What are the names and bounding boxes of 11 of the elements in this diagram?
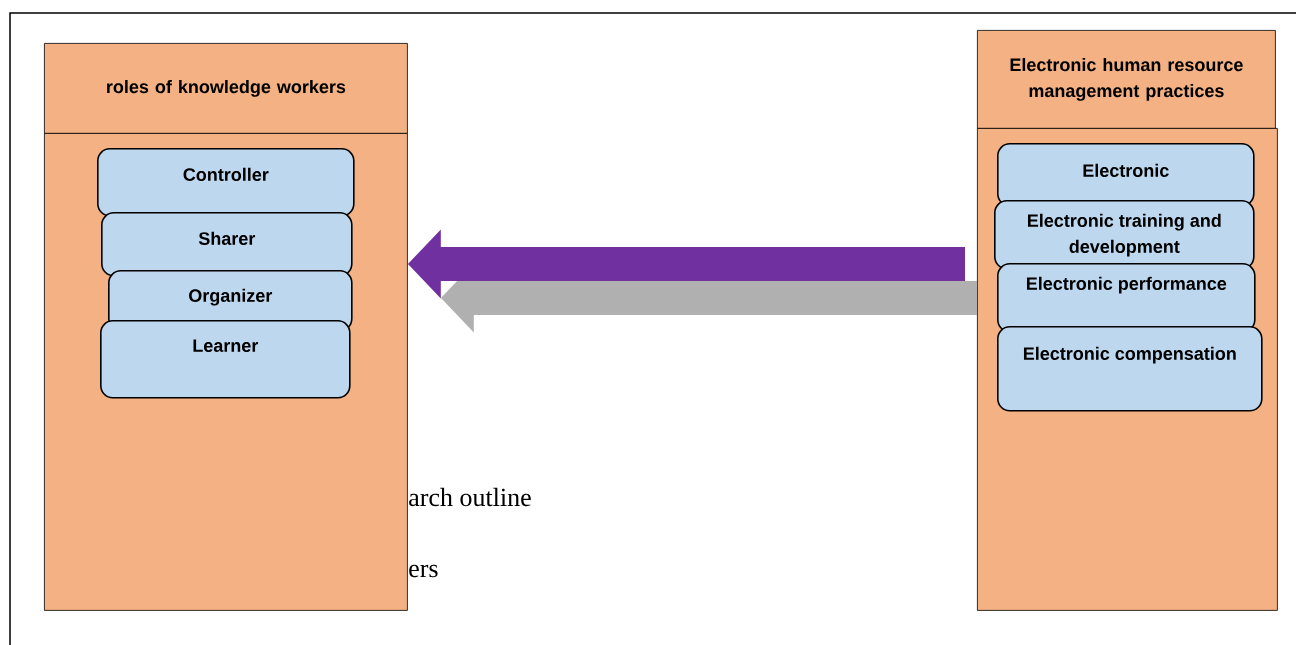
heading-box: Electronic human resource management practices	[977, 30, 1276, 129]
heading-box: roles of knowledge workers	[44, 43, 408, 134]
item-box: Electronic training and development	[994, 200, 1255, 270]
item-box: Electronic performance	[997, 263, 1256, 333]
item-box: Controller	[97, 148, 355, 217]
text-fragment: arch outline	[409, 487, 531, 507]
item-box: Electronic	[997, 143, 1255, 207]
text-fragment: ers	[409, 564, 438, 578]
item-box: Sharer	[101, 212, 353, 277]
item-box: Electronic compensation	[997, 326, 1263, 412]
item-box: Learner	[100, 320, 351, 399]
